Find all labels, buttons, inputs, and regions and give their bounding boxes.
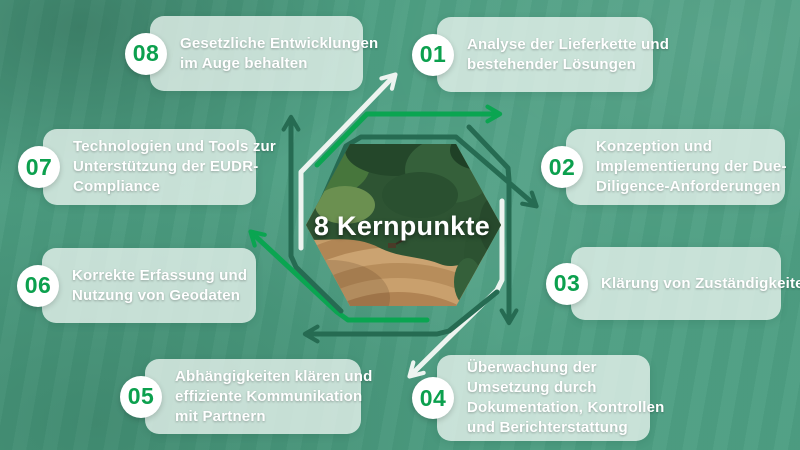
- number-badge-05: 05: [120, 375, 162, 418]
- arrow-up-darkgreen-icon: [281, 114, 344, 314]
- item-text-06: Korrekte Erfassung und Nutzung von Geoda…: [72, 248, 248, 323]
- number-badge-06: 06: [17, 264, 59, 307]
- number-badge-02: 02: [541, 146, 583, 188]
- number-label-07: 07: [25, 153, 53, 180]
- number-badge-08: 08: [125, 32, 167, 75]
- number-badge-07: 07: [18, 146, 60, 188]
- arrow-left-darkgreen-icon: [302, 289, 500, 344]
- item-card-04: 04 Überwachung der Umsetzung durch Dokum…: [412, 355, 664, 441]
- number-label-02: 02: [548, 153, 576, 180]
- number-badge-04: 04: [412, 377, 454, 419]
- excavator: [388, 243, 396, 248]
- item-card-01: 01 Analyse der Lieferkette und bestehend…: [412, 17, 669, 92]
- number-badge-01: 01: [412, 33, 454, 76]
- cycle-arrows: [248, 72, 539, 379]
- item-text-lines-04: Überwachung der Umsetzung durch Dokument…: [467, 359, 665, 436]
- arrow-up-left-green-icon: [248, 229, 430, 323]
- item-text-08: Gesetzliche Entwicklungen im Auge behalt…: [180, 16, 378, 91]
- arrow-up-right-white-icon: [298, 72, 398, 251]
- number-label-06: 06: [24, 272, 52, 298]
- number-label-01: 01: [419, 41, 447, 67]
- number-label-03: 03: [553, 270, 581, 296]
- item-text-01: Analyse der Lieferkette und bestehender …: [467, 17, 669, 92]
- item-text-lines-07: Technologien und Tools zur Unterstützung…: [73, 138, 276, 195]
- item-text-05: Abhängigkeiten klären und effiziente Kom…: [175, 359, 372, 434]
- item-text-lines-02: Konzeption und Implementierung der Due- …: [596, 138, 787, 195]
- item-card-05: 05 Abhängigkeiten klären und effiziente …: [120, 359, 372, 434]
- arrow-down-left-white-icon: [407, 198, 505, 379]
- item-card-06: 06 Korrekte Erfassung und Nutzung von Ge…: [17, 248, 256, 323]
- center-title: 8 Kernpunkte: [313, 211, 491, 241]
- number-label-08: 08: [132, 40, 160, 66]
- item-text-lines-08: Gesetzliche Entwicklungen im Auge behalt…: [180, 34, 379, 72]
- item-text-lines-05: Abhängigkeiten klären und effiziente Kom…: [175, 367, 373, 425]
- arrow-down-darkgreen-icon: [466, 124, 519, 326]
- item-text-03: Klärung von Zuständigkeiten: [601, 247, 800, 320]
- item-card-08: 08 Gesetzliche Entwicklungen im Auge beh…: [125, 16, 378, 91]
- arrow-right-green-icon: [314, 104, 503, 168]
- number-label-04: 04: [419, 384, 447, 411]
- item-card-02: 02 Konzeption und Implementierung der Du…: [541, 129, 786, 205]
- item-text-lines-03: Klärung von Zuständigkeiten: [601, 274, 800, 292]
- number-label-05: 05: [127, 383, 155, 409]
- item-text-04: Überwachung der Umsetzung durch Dokument…: [467, 355, 664, 441]
- number-badge-03: 03: [546, 262, 588, 305]
- item-card-03: 03 Klärung von Zuständigkeiten: [546, 247, 800, 320]
- item-text-02: Konzeption und Implementierung der Due- …: [596, 129, 786, 205]
- item-card-07: 07 Technologien und Tools zur Unterstütz…: [18, 129, 276, 205]
- item-text-lines-01: Analyse der Lieferkette und bestehender …: [467, 35, 670, 73]
- arrow-down-right-darkgreen-icon: [307, 134, 539, 231]
- item-text-07: Technologien und Tools zur Unterstützung…: [73, 129, 276, 205]
- item-text-lines-06: Korrekte Erfassung und Nutzung von Geoda…: [72, 266, 248, 304]
